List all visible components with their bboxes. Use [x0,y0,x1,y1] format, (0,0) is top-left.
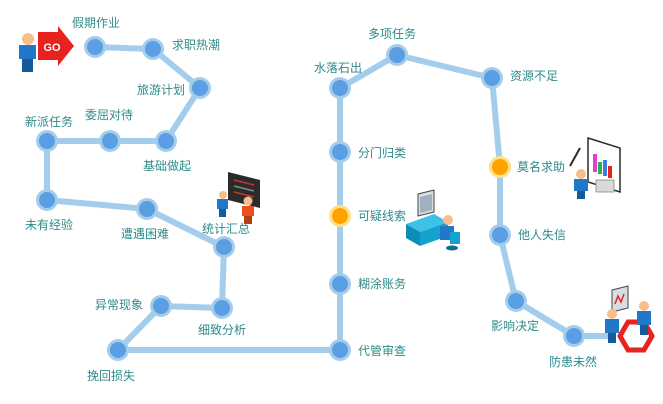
milestone-node[interactable] [142,38,164,60]
milestone-node[interactable] [99,130,121,152]
node-label: 基础做起 [143,159,192,173]
milestone-node[interactable] [386,44,408,66]
milestone-node[interactable] [329,273,351,295]
computer-worker-icon [406,189,460,251]
node-dot [39,192,55,208]
milestone-node[interactable] [329,77,351,99]
milestone-node[interactable] [563,325,585,347]
milestone-node[interactable] [36,189,58,211]
go-arrow-icon [38,26,74,66]
node-dot [153,298,169,314]
chart-presentation-icon [569,136,621,199]
node-dot [508,293,524,309]
node-label: 异常现象 [95,298,144,312]
node-label: 求职热潮 [172,38,221,52]
highlight-node-dot [492,159,508,175]
node-label: 代管审查 [358,344,407,358]
milestone-node[interactable] [136,198,158,220]
node-dot [389,47,405,63]
node-label: 统计汇总 [202,222,251,236]
node-dot [192,80,208,96]
node-dot [492,227,508,243]
nodes [36,36,585,361]
node-label: 他人失信 [518,228,567,242]
milestone-node[interactable] [505,290,527,312]
node-dot [332,80,348,96]
node-dot [566,328,582,344]
node-label: 分门归类 [358,146,407,160]
node-dot [145,41,161,57]
node-label: 可疑线索 [358,209,407,223]
node-dot [332,342,348,358]
node-label: 莫名求助 [517,160,566,174]
node-label: 糊涂账务 [358,277,407,291]
milestone-node[interactable] [107,339,129,361]
milestone-node[interactable] [84,36,106,58]
node-dot [332,144,348,160]
node-label: 新派任务 [25,115,74,129]
milestone-node[interactable] [489,224,511,246]
node-dot [158,133,174,149]
path-segment [394,52,495,81]
blackboard-meeting-icon [217,172,260,224]
go-start-badge: GO [19,26,74,72]
node-dot [87,39,103,55]
node-label: 挽回损失 [87,369,136,383]
node-dot [332,276,348,292]
node-dot [484,70,500,86]
node-label: 影响决定 [491,319,540,333]
milestone-node[interactable] [150,295,172,317]
path-segment [489,75,503,170]
node-label: 防患未然 [549,355,598,369]
path-segment [144,206,227,250]
milestone-node[interactable] [329,141,351,163]
node-label: 资源不足 [510,69,559,83]
highlight-node-dot [332,208,348,224]
go-label: GO [43,42,61,54]
node-label: 遭遇困难 [121,227,170,241]
node-dot [110,342,126,358]
node-dot [139,201,155,217]
milestone-node[interactable] [36,130,58,152]
node-dot [102,133,118,149]
milestone-node[interactable] [189,77,211,99]
node-dot [39,133,55,149]
milestone-node[interactable] [213,236,235,258]
milestone-node[interactable] [489,156,511,178]
go-person-icon [19,33,36,72]
milestone-node[interactable] [329,339,351,361]
node-label: 水落石出 [314,61,363,75]
node-label: 旅游计划 [137,83,186,97]
path-segment [513,298,577,339]
path-segment [44,197,150,212]
node-label: 未有经验 [25,218,74,232]
milestone-node[interactable] [329,205,351,227]
node-label: 细致分析 [198,323,247,337]
node-dot [216,239,232,255]
node-label: 多项任务 [368,27,417,41]
milestone-node[interactable] [155,130,177,152]
node-label: 假期作业 [72,16,121,30]
milestone-node[interactable] [481,67,503,89]
team-network-icon [605,285,655,353]
path-segment [497,232,519,304]
node-dot [214,300,230,316]
node-label: 委屈对待 [85,108,134,122]
milestone-node[interactable] [211,297,233,319]
